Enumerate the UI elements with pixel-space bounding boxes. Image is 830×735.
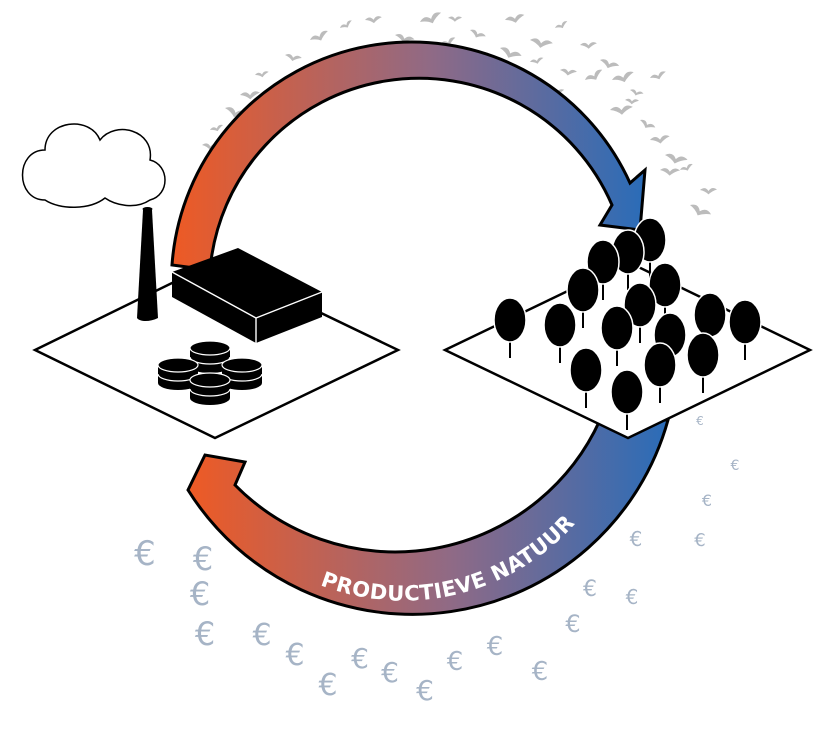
forest-icon (442, 217, 813, 440)
bird-icon (650, 71, 666, 80)
bird-icon (612, 71, 634, 83)
bird-icon (240, 91, 260, 100)
bird-icon (650, 135, 670, 144)
euro-signs: €€€€€€€€€€€€€€€€€€€€€ (134, 414, 739, 707)
euro-icon: € (134, 534, 156, 574)
euro-icon: € (630, 527, 643, 551)
tree-icon (600, 305, 634, 366)
euro-icon: € (381, 656, 399, 689)
tree-icon (623, 282, 657, 343)
bird-icon (580, 42, 597, 49)
bird-icon (420, 12, 442, 24)
tank (189, 340, 231, 373)
bird-icon (365, 16, 382, 24)
bird-icon (285, 53, 302, 62)
bird-icon (680, 163, 693, 171)
bird-icon (640, 119, 656, 128)
euro-icon: € (565, 610, 580, 638)
tree-icon (543, 302, 577, 363)
storage-tanks (157, 340, 263, 405)
euro-icon: € (285, 638, 304, 673)
bird-icon (585, 69, 603, 80)
euro-icon: € (447, 647, 464, 677)
factory-building (171, 248, 323, 343)
bird-icon (340, 20, 352, 28)
euro-icon: € (318, 668, 337, 703)
euro-icon: € (702, 491, 712, 510)
tree-icon (586, 239, 620, 300)
tree-icon (643, 342, 677, 403)
tank (157, 357, 199, 390)
bird-icon (690, 204, 712, 216)
bird-icon (255, 71, 269, 78)
euro-icon: € (351, 642, 369, 675)
tree-icon (728, 299, 762, 360)
bird-icon (470, 29, 486, 38)
bird-icon (310, 30, 328, 41)
bird-icon (625, 98, 639, 105)
tree-icon (566, 267, 600, 328)
bird-icon (665, 153, 688, 164)
bird-icon (610, 105, 633, 115)
tank (189, 372, 231, 405)
bird-icon (505, 14, 525, 23)
euro-icon: € (193, 540, 213, 578)
euro-icon: € (532, 657, 549, 687)
tank (221, 357, 263, 390)
bird-icon (395, 34, 415, 43)
bird-icon (600, 59, 620, 69)
tree-icon (686, 332, 720, 393)
bird-icon (210, 124, 224, 132)
euro-icon: € (696, 414, 704, 428)
bottom-arc-arrow (186, 418, 670, 616)
tree-icon (610, 369, 644, 430)
bird-icon (660, 168, 681, 176)
bird-icon (555, 21, 568, 29)
trees (493, 217, 762, 430)
bird-icon (530, 57, 544, 64)
euro-icon: € (416, 674, 434, 707)
bird-icon (448, 16, 463, 22)
bird-icon (530, 38, 553, 48)
top-arc-arrow (170, 40, 647, 272)
cloud-icon (21, 123, 166, 208)
tree-icon (493, 297, 527, 358)
euro-icon: € (487, 632, 504, 662)
bird-icon (630, 89, 644, 96)
tree-icon (569, 347, 603, 408)
bird-icon (560, 68, 577, 76)
tree-icon (611, 229, 645, 290)
euro-icon: € (694, 530, 705, 551)
bird-icon (700, 188, 718, 195)
bird-icon (500, 47, 522, 58)
euro-icon: € (252, 618, 271, 653)
factory-icon (21, 123, 401, 440)
chimney (137, 210, 158, 321)
euro-icon: € (195, 615, 215, 653)
euro-icon: € (583, 577, 597, 602)
euro-icon: € (731, 458, 740, 474)
euro-icon: € (190, 575, 210, 613)
euro-icon: € (626, 585, 639, 609)
